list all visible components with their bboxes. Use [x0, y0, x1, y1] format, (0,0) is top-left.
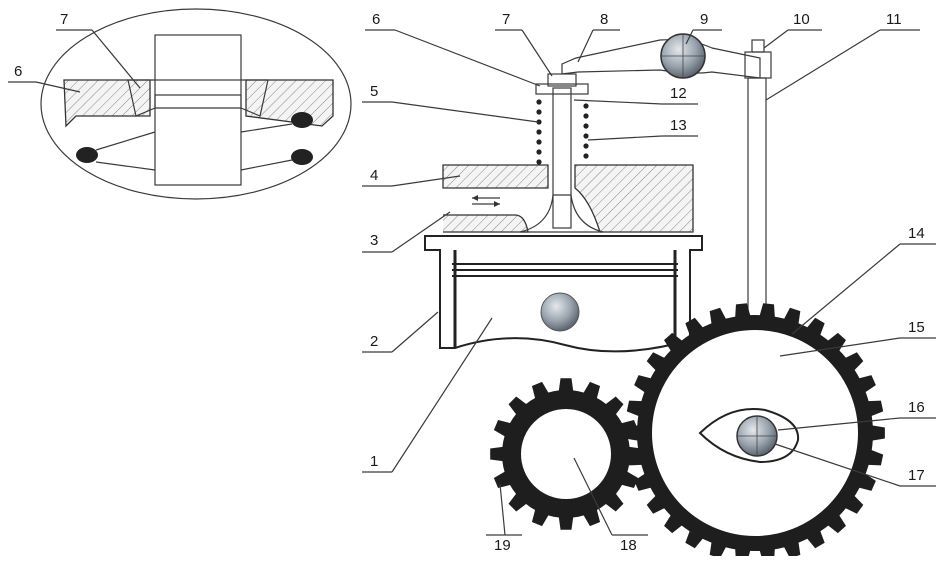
cam-gear-tooth: [735, 546, 752, 561]
cam-lobe: [698, 408, 800, 464]
inset-label-6: 6: [14, 63, 22, 80]
cam-gear-tooth: [758, 546, 775, 561]
label-6: 6: [372, 11, 380, 28]
cam-gear-tooth: [709, 307, 728, 327]
label-13: 13: [670, 117, 687, 134]
cam-gear-tooth: [865, 448, 884, 466]
piston-pin: [540, 292, 580, 332]
cam-gear-tooth: [685, 528, 705, 549]
crank-gear-tooth: [508, 396, 528, 416]
head-left-block: [442, 164, 549, 189]
cylinder-head: [442, 164, 694, 233]
crank-gear-tooth: [493, 419, 512, 438]
cam-gear-tooth: [634, 375, 654, 394]
crank-gear-tooth: [604, 396, 624, 416]
label-5: 5: [370, 83, 378, 100]
crank-gear-tooth: [620, 470, 639, 489]
valve-head: [519, 194, 604, 233]
label-4: 4: [370, 167, 378, 184]
cam-gear-tooth: [634, 472, 654, 491]
head-port-lower: [443, 214, 529, 233]
cam-gear-tooth: [825, 512, 846, 534]
crank-gear-tooth: [490, 446, 505, 462]
crank-gear-tooth: [558, 515, 574, 530]
cam-gear: [637, 315, 873, 551]
inset-stem-lower: [154, 94, 242, 186]
crank-gear-tooth: [620, 419, 639, 438]
crank-gear-tooth: [558, 378, 574, 393]
cam-gear-tooth: [735, 303, 752, 320]
label-2: 2: [370, 333, 378, 350]
inset-coil-3: [291, 149, 313, 165]
inset-stem-top: [154, 34, 242, 81]
label-3: 3: [370, 232, 378, 249]
valve: [519, 73, 604, 233]
inset-ellipse: [40, 8, 352, 200]
crank-gear-tooth: [582, 508, 601, 527]
cam-gear-tooth: [805, 528, 825, 549]
label-16: 16: [908, 399, 925, 416]
label-8: 8: [600, 11, 608, 28]
label-7: 7: [502, 11, 510, 28]
cam-gear-tooth: [782, 539, 801, 559]
label-1: 1: [370, 453, 378, 470]
label-9: 9: [700, 11, 708, 28]
callouts: 6 7 8 9 10 11 5 12 13 4 3 2 1: [362, 11, 936, 554]
crank-gear-tooth: [531, 508, 550, 527]
inset-retainer-right: [245, 79, 334, 127]
cam-gear-tooth: [782, 307, 801, 327]
cam-gear-tooth: [843, 352, 864, 373]
label-12: 12: [670, 85, 687, 102]
cam-gear-tooth: [843, 493, 864, 514]
crank-gear-tooth: [508, 492, 528, 512]
crank-gear-tooth: [604, 492, 624, 512]
crank-gear: [502, 390, 630, 518]
cam-gear-tooth: [646, 493, 667, 514]
valve-stem: [552, 87, 572, 229]
label-11: 11: [886, 11, 902, 28]
cam-gear-tooth: [664, 332, 685, 354]
label-10: 10: [793, 11, 810, 28]
crank-gear-tooth: [531, 381, 550, 400]
cam-gear-tooth: [856, 472, 876, 491]
head-right-block: [574, 164, 694, 233]
detail-inset: 7 6: [8, 8, 352, 200]
inset-label-7: 7: [60, 11, 68, 28]
cam-gear-tooth: [869, 424, 885, 442]
label-14: 14: [908, 225, 925, 242]
cam-gear-tooth: [709, 539, 728, 559]
cam-gear-tooth: [664, 512, 685, 534]
crank-gear-face: [519, 407, 613, 501]
label-18: 18: [620, 537, 637, 554]
cam-gear-tooth: [865, 400, 884, 418]
cam-gear-tooth: [805, 317, 825, 338]
crank-gear-tooth: [627, 446, 642, 462]
valve-retainer: [535, 83, 589, 95]
cam-gear-tooth: [646, 352, 667, 373]
cam-gear-tooth: [856, 375, 876, 394]
label-17: 17: [908, 467, 925, 484]
crank-gear-tooth: [582, 381, 601, 400]
cam-gear-tooth: [626, 400, 645, 418]
rocker-arm: [561, 33, 772, 79]
inset-coil-2: [291, 112, 313, 128]
inset-coil-1: [76, 147, 98, 163]
piston: [424, 235, 703, 353]
label-19: 19: [494, 537, 511, 554]
cam-gear-tooth: [825, 332, 846, 354]
cam-gear-tooth: [685, 317, 705, 338]
cam-gear-tooth: [758, 303, 775, 320]
valve-spring: [536, 99, 589, 165]
crank-gear-tooth: [493, 470, 512, 489]
inset-retainer-left: [63, 79, 151, 128]
label-15: 15: [908, 319, 925, 336]
